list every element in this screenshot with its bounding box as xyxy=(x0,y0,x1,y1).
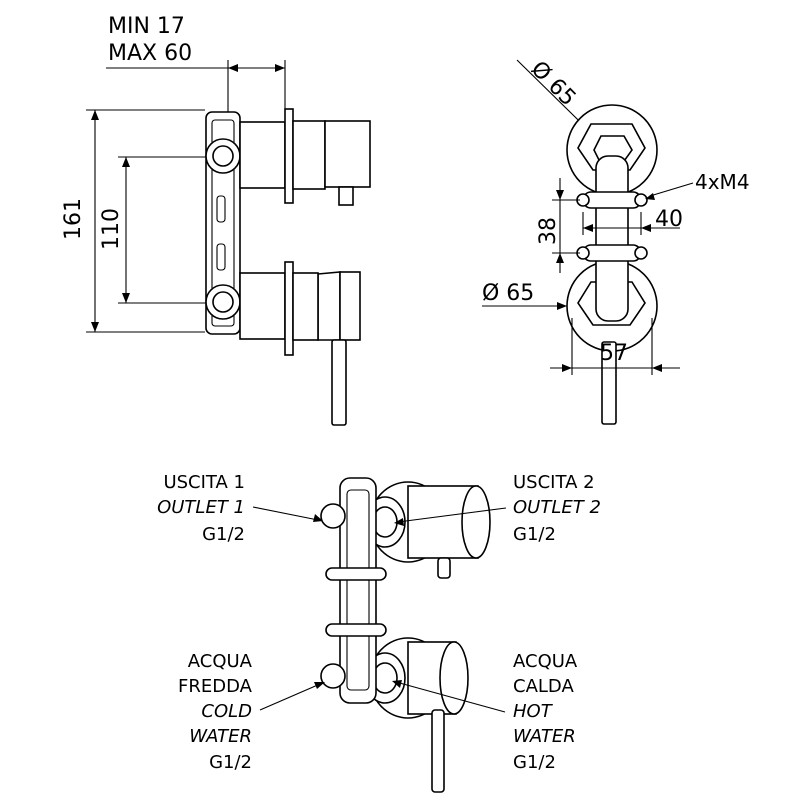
depth-max-label: MAX 60 xyxy=(108,41,192,66)
hot-en1: HOT xyxy=(513,701,554,722)
cold-it1: ACQUA xyxy=(188,651,253,672)
screws-label: 4xM4 xyxy=(695,170,750,194)
diverter-knob-iso xyxy=(461,485,491,559)
hot-en2: WATER xyxy=(513,726,576,747)
outlet2-thread: G1/2 xyxy=(513,524,556,545)
bottom-width-label: 57 xyxy=(600,341,628,366)
mixer-lever-iso xyxy=(431,709,445,793)
side-view: MIN 17 MAX 60 161 110 xyxy=(61,14,371,426)
outlet2-it: USCITA 2 xyxy=(513,472,595,493)
outlet1-en: OUTLET 1 xyxy=(157,497,245,518)
cold-en2: WATER xyxy=(189,726,252,747)
diameter-bottom-label: Ø 65 xyxy=(482,281,534,306)
screw-horizontal-label: 40 xyxy=(655,207,683,232)
front-view: Ø 65 4xM4 38 40 xyxy=(482,57,750,425)
mixer-lever xyxy=(331,339,347,426)
hot-it2: CALDA xyxy=(513,676,574,697)
diverter-knob xyxy=(324,120,371,188)
depth-min-label: MIN 17 xyxy=(108,14,185,39)
mixer-handle-base xyxy=(339,271,361,341)
mixer-housing xyxy=(239,272,286,340)
outlet2-en: OUTLET 2 xyxy=(513,497,601,518)
cold-thread: G1/2 xyxy=(209,752,252,773)
diverter-housing xyxy=(239,121,286,189)
cold-it2: FREDDA xyxy=(178,676,253,697)
isometric-view xyxy=(320,477,491,793)
bottom-plate xyxy=(284,261,294,356)
diameter-top-label: Ø 65 xyxy=(526,57,581,112)
hot-thread: G1/2 xyxy=(513,752,556,773)
screw-vertical-label: 38 xyxy=(536,217,561,245)
outlet1-it: USCITA 1 xyxy=(163,472,245,493)
height-total-label: 161 xyxy=(61,198,86,240)
cold-en1: COLD xyxy=(201,701,252,722)
label-cold: ACQUA FREDDA COLD WATER G1/2 xyxy=(178,651,325,773)
top-plate xyxy=(284,108,294,204)
label-hot: ACQUA CALDA HOT WATER G1/2 xyxy=(392,651,578,773)
valve-body-iso xyxy=(339,477,377,704)
hot-it1: ACQUA xyxy=(513,651,578,672)
height-inner-label: 110 xyxy=(99,208,124,250)
outlet1-thread: G1/2 xyxy=(202,524,245,545)
label-outlet1: USCITA 1 OUTLET 1 G1/2 xyxy=(157,472,323,545)
label-outlet2: USCITA 2 OUTLET 2 G1/2 xyxy=(394,472,601,545)
